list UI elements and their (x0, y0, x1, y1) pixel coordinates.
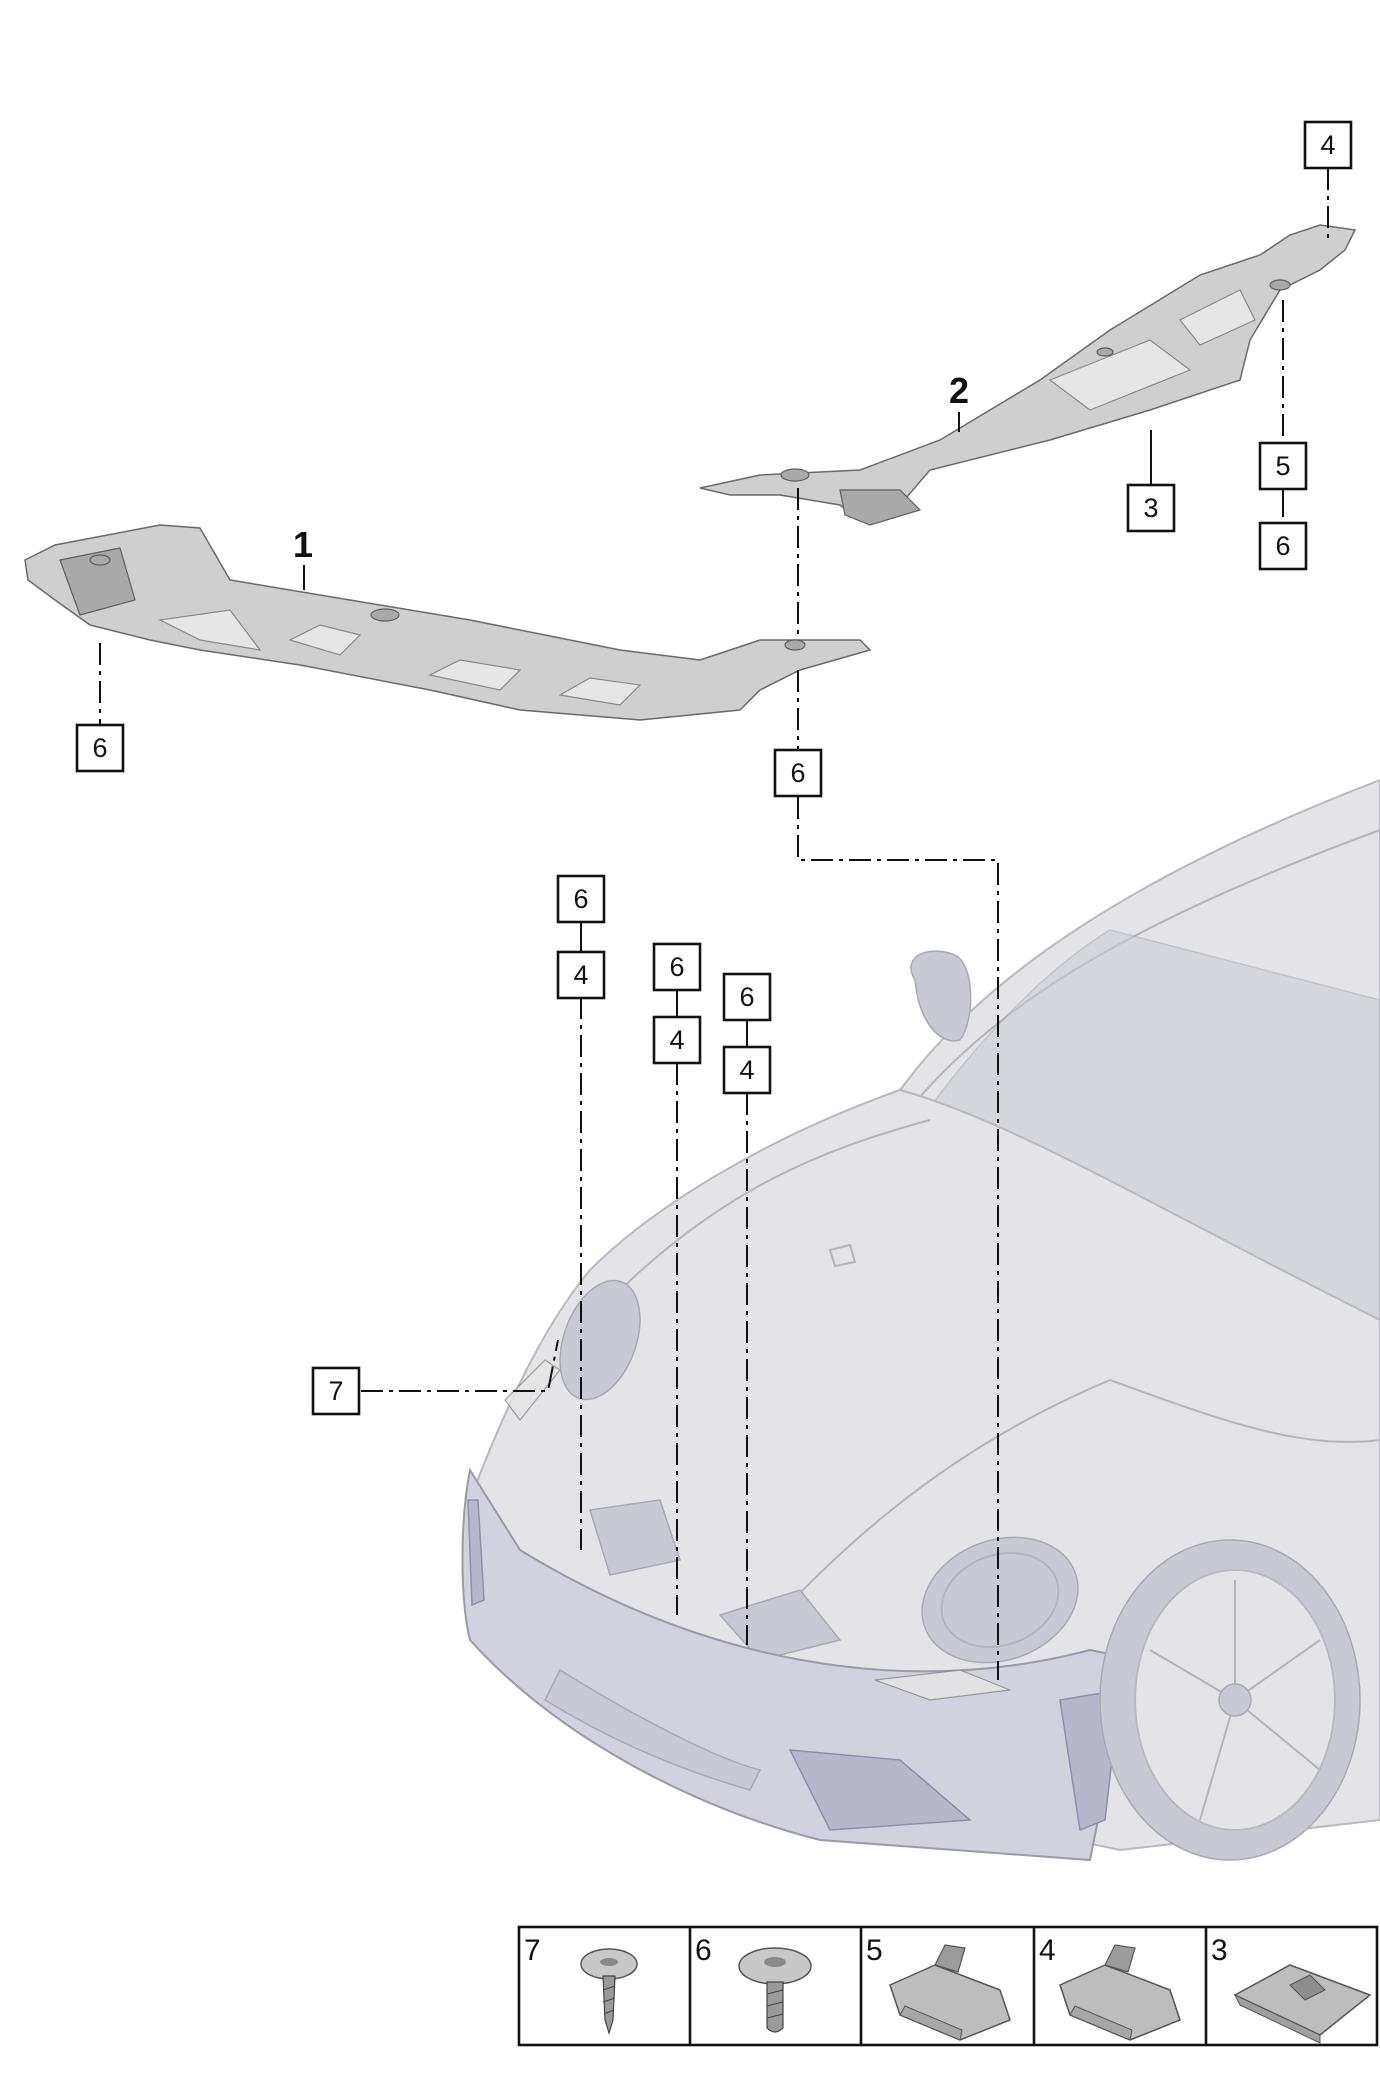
callout-5[interactable]: 5 (1258, 441, 1308, 491)
legend-number: 4 (1039, 1934, 1056, 1967)
callout-6[interactable]: 6 (652, 942, 702, 992)
legend-cell-5[interactable]: 5 (866, 1934, 1011, 2041)
callout-number: 4 (669, 1025, 684, 1055)
bracket-part-1 (24, 524, 872, 721)
callout-number: 6 (739, 982, 754, 1012)
legend-number: 7 (524, 1934, 541, 1967)
callout-6[interactable]: 6 (556, 874, 606, 924)
callout-number: 4 (739, 1055, 754, 1085)
legend-cell-7[interactable]: 7 (524, 1934, 638, 2036)
bracket-part-2 (699, 224, 1357, 526)
screw-pointed-icon (580, 1948, 638, 2036)
callout-4[interactable]: 4 (1303, 120, 1353, 170)
clip-nut-icon (1233, 1964, 1372, 2044)
callout-number: 6 (92, 733, 107, 763)
callout-number: 6 (1275, 531, 1290, 561)
car-front-illustration (461, 778, 1380, 1862)
legend-cell-3[interactable]: 3 (1211, 1934, 1372, 2044)
legend-number: 5 (866, 1934, 883, 1967)
callout-number: 7 (328, 1376, 343, 1406)
fastener-legend: 7 6 5 (517, 1925, 1379, 2047)
legend-cell-4[interactable]: 4 (1039, 1934, 1181, 2041)
callout-number: 6 (790, 758, 805, 788)
callout-3[interactable]: 3 (1126, 483, 1176, 533)
callout-number: 6 (573, 884, 588, 914)
callout-6[interactable]: 6 (1258, 521, 1308, 571)
callout-4[interactable]: 4 (556, 950, 606, 1000)
legend-number: 3 (1211, 1934, 1228, 1967)
legend-number: 6 (695, 1934, 712, 1967)
screw-flanged-icon (738, 1947, 812, 2033)
leader-lines (99, 168, 1329, 1680)
callout-4[interactable]: 4 (722, 1045, 772, 1095)
callout-number: 5 (1275, 451, 1290, 481)
callout-6[interactable]: 6 (773, 748, 823, 798)
callout-number: 3 (1143, 493, 1158, 523)
part-1-label: 1 (293, 524, 313, 565)
speed-nut-icon (889, 1944, 1011, 2041)
callout-number: 4 (1320, 130, 1335, 160)
legend-cell-6[interactable]: 6 (695, 1934, 812, 2033)
callout-7[interactable]: 7 (311, 1366, 361, 1416)
callout-4[interactable]: 4 (652, 1015, 702, 1065)
callout-6[interactable]: 6 (75, 723, 125, 773)
part-2-label: 2 (949, 370, 969, 411)
callout-number: 6 (669, 952, 684, 982)
callout-6[interactable]: 6 (722, 972, 772, 1022)
speed-nut-icon (1059, 1944, 1181, 2041)
callout-number: 4 (573, 960, 588, 990)
